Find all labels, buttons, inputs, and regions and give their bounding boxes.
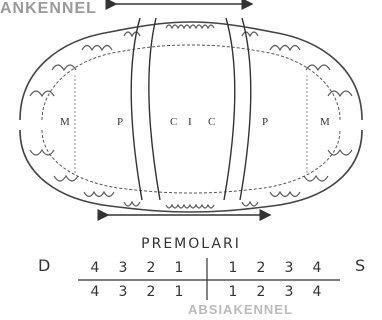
formula-number: 1 bbox=[172, 260, 186, 276]
upper-jaw-inner bbox=[42, 45, 340, 120]
upper-teeth bbox=[30, 25, 352, 96]
lower-jaw-inner bbox=[42, 130, 340, 193]
formula-number: 4 bbox=[88, 260, 102, 276]
side-label-left: D bbox=[38, 256, 50, 275]
formula-number: 3 bbox=[116, 260, 130, 276]
formula-number: 4 bbox=[310, 284, 324, 300]
region-label-premolar-left: P bbox=[117, 116, 123, 128]
formula-number: 4 bbox=[310, 260, 324, 276]
formula-number: 2 bbox=[144, 260, 158, 276]
formula-number: 2 bbox=[144, 284, 158, 300]
formula-number: 1 bbox=[172, 284, 186, 300]
watermark-top: ANKENNEL bbox=[0, 0, 97, 18]
formula-number: 1 bbox=[226, 260, 240, 276]
side-label-right: S bbox=[355, 256, 365, 275]
upper-jaw bbox=[20, 22, 362, 120]
lower-jaw bbox=[20, 130, 362, 212]
formula-number: 3 bbox=[282, 260, 296, 276]
watermark-bottom: ABSIAKENNEL bbox=[188, 302, 293, 317]
formula-number: 2 bbox=[254, 284, 268, 300]
region-label-molar-left: M bbox=[60, 116, 70, 128]
region-label-canine-right: C bbox=[208, 116, 215, 128]
region-label-premolar-right: P bbox=[262, 116, 268, 128]
formula-number: 4 bbox=[88, 284, 102, 300]
region-label-incisor: I bbox=[188, 116, 192, 128]
canine-teeth bbox=[131, 18, 251, 200]
formula-number: 3 bbox=[282, 284, 296, 300]
formula-number: 1 bbox=[226, 284, 240, 300]
formula-number: 2 bbox=[254, 260, 268, 276]
formula-number: 3 bbox=[116, 284, 130, 300]
caption-premolari: PREMOLARI bbox=[0, 236, 382, 252]
region-label-canine-left: C bbox=[170, 116, 177, 128]
region-label-molar-right: M bbox=[320, 116, 330, 128]
